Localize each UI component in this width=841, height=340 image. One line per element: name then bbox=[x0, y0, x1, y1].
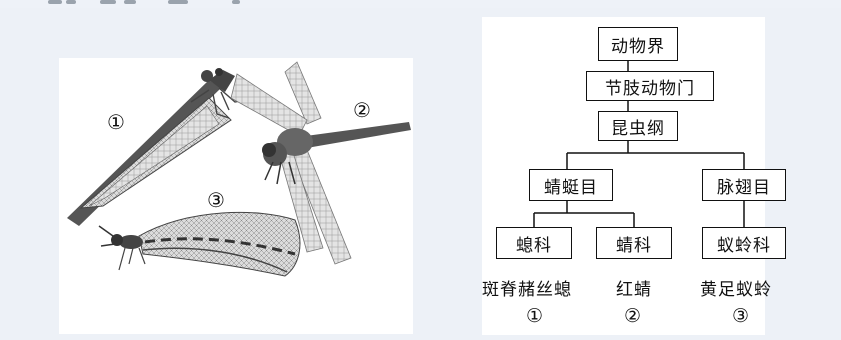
tree-node-order-odonata: 蜻蜓目 bbox=[529, 169, 613, 201]
insect-marker-2: ② bbox=[353, 100, 371, 120]
insect-marker-1: ① bbox=[107, 112, 125, 132]
lacewing-icon bbox=[99, 212, 300, 276]
insect-illustration-panel: ① ② ③ bbox=[59, 58, 413, 334]
classification-tree-panel: 动物界 节肢动物门 昆虫纲 蜻蜓目 脉翅目 螅科 蜻科 蚁蛉科 斑脊赭丝螅 红蜻… bbox=[482, 17, 765, 335]
tree-node-order-neuroptera: 脉翅目 bbox=[702, 169, 786, 201]
species-marker-1: ① bbox=[526, 307, 543, 326]
species-marker-2: ② bbox=[624, 307, 641, 326]
species-label-3: 黄足蚁蛉 bbox=[700, 275, 772, 300]
species-label-2: 红蜻 bbox=[616, 275, 652, 300]
tree-node-class: 昆虫纲 bbox=[598, 111, 678, 141]
insect-marker-3: ③ bbox=[207, 190, 225, 210]
tree-node-family-myrmeleontidae: 蚁蛉科 bbox=[702, 227, 786, 259]
species-label-1: 斑脊赭丝螅 bbox=[482, 275, 572, 300]
tree-node-phylum: 节肢动物门 bbox=[586, 71, 714, 101]
cropped-header-strip bbox=[0, 0, 841, 8]
tree-node-family-libellulidae: 蜻科 bbox=[596, 227, 672, 259]
species-marker-3: ③ bbox=[732, 307, 749, 326]
tree-node-family-coenagrionidae: 螅科 bbox=[496, 227, 572, 259]
tree-node-kingdom: 动物界 bbox=[598, 27, 678, 61]
